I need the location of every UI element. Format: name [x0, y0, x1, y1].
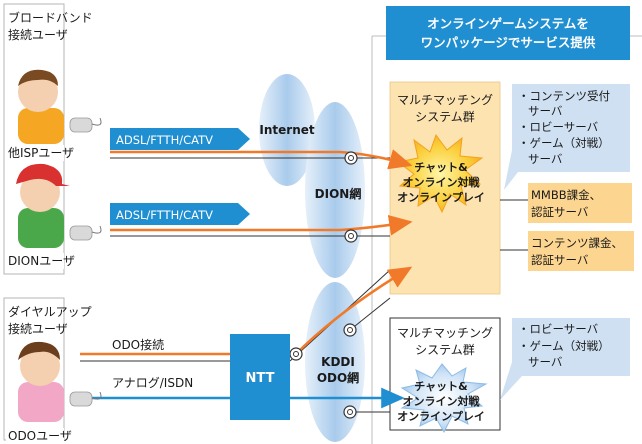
servers-top-bullet-3b: サーバ — [528, 152, 563, 166]
billing-content-line1: コンテンツ課金、 — [531, 236, 623, 250]
servers-bottom-bullet-1: ・ロビーサーバ — [518, 322, 599, 336]
other-isp-user-figure — [18, 69, 102, 144]
dion-user-figure — [16, 163, 102, 248]
dion-user-label: DIONユーザ — [8, 254, 75, 268]
billing-content-box — [528, 231, 634, 271]
line-kddi-to-system — [349, 297, 391, 331]
broadband-heading-line2: 接続ユーザ — [8, 27, 68, 42]
servers-bottom-bullet-2b: サーバ — [528, 355, 563, 369]
node-kddi-top — [343, 323, 357, 337]
header-banner-line1: オンラインゲームシステムを — [427, 16, 589, 31]
node-kddi-top-inner — [347, 327, 353, 333]
node-dion-top-inner — [348, 155, 354, 161]
odo-user-label: ODOユーザ — [8, 429, 72, 443]
odo-connection-label: ODO接続 — [112, 337, 164, 352]
billing-mmbb-box — [528, 183, 632, 223]
node-dion-bottom — [344, 229, 358, 243]
analog-isdn-label: アナログ/ISDN — [112, 376, 193, 390]
servers-top-bullet-1b: サーバ — [528, 104, 563, 118]
other-isp-user-label: 他ISPユーザ — [8, 146, 74, 160]
system-top-title-line1: マルチマッチング — [397, 93, 493, 107]
system-top-burst-line3: オンラインプレイ — [397, 190, 485, 204]
kddi-odo-cloud — [305, 282, 365, 442]
billing-mmbb-line1: MMBB課金、 — [531, 188, 601, 202]
system-top-title-line2: システム群 — [415, 110, 475, 124]
odo-user-figure — [18, 341, 102, 422]
kddi-label-line1: KDDI — [321, 355, 355, 369]
broadband-heading-line1: ブロードバンド — [8, 10, 93, 25]
kddi-label-line2: ODO網 — [317, 370, 359, 385]
route-odo-orange — [295, 266, 413, 355]
billing-mmbb-line2: 認証サーバ — [531, 205, 589, 219]
billing-content-line2: 認証サーバ — [531, 253, 589, 267]
dialup-heading-line1: ダイヤルアップ — [8, 304, 92, 319]
servers-top-bullet-2: ・ロビーサーバ — [518, 120, 599, 134]
system-bottom-burst — [400, 363, 488, 434]
route-other-isp-orange — [110, 149, 413, 170]
system-bottom-burst-line2: オンライン対戦 — [403, 394, 481, 408]
node-dion-bottom-inner — [348, 233, 354, 239]
system-top-burst-line2: オンライン対戦 — [403, 175, 481, 189]
header-banner — [386, 6, 630, 60]
route-dion-orange — [110, 214, 413, 236]
servers-bottom-callout — [500, 318, 630, 400]
system-bottom-title-line1: マルチマッチング — [397, 326, 493, 340]
system-bottom-title-line2: システム群 — [415, 343, 475, 357]
node-kddi-entry-inner — [293, 351, 299, 357]
header-banner-line2: ワンパッケージでサービス提供 — [421, 35, 596, 50]
internet-label: Internet — [259, 123, 314, 137]
system-bottom-burst-line1: チャット& — [414, 380, 468, 393]
adsl-arrow-1 — [110, 128, 250, 150]
servers-top-bullet-3a: ・ゲーム（対戦） — [518, 136, 610, 150]
dialup-heading-line2: 接続ユーザ — [8, 321, 68, 336]
system-bottom-burst-line3: オンラインプレイ — [397, 409, 485, 423]
servers-top-callout — [504, 84, 630, 190]
adsl-label-2: ADSL/FTTH/CATV — [116, 208, 213, 222]
servers-bottom-bullet-2a: ・ゲーム（対戦） — [518, 339, 610, 353]
dion-label: DION網 — [315, 186, 362, 201]
broadband-user-frame — [3, 3, 65, 275]
ntt-label: NTT — [246, 371, 275, 386]
adsl-arrow-2 — [110, 203, 250, 225]
servers-top-bullet-1a: ・コンテンツ受付 — [518, 89, 610, 103]
system-top-burst-line1: チャット& — [414, 161, 468, 174]
ntt-box — [230, 334, 290, 420]
adsl-label-1: ADSL/FTTH/CATV — [116, 133, 213, 147]
node-kddi-bottom-inner — [347, 409, 353, 415]
node-kddi-entry — [289, 347, 303, 361]
node-kddi-bottom — [343, 405, 357, 419]
node-dion-top — [344, 151, 358, 165]
